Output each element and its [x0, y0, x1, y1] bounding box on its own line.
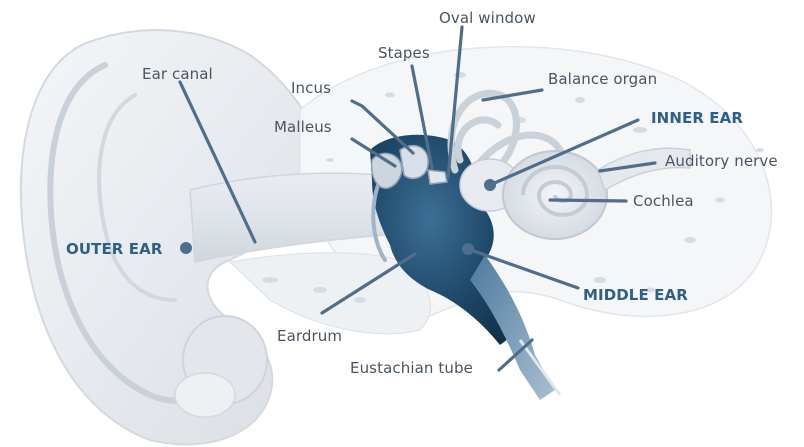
inner-ear-label: INNER EAR — [651, 109, 743, 127]
cochlea-shape — [503, 151, 607, 239]
middle-ear-dot — [462, 243, 474, 255]
eardrum-label: Eardrum — [277, 327, 342, 345]
auditory-nerve-label: Auditory nerve — [665, 152, 778, 170]
eustachian-tube-label: Eustachian tube — [350, 359, 473, 377]
outer-ear-dot — [180, 242, 192, 254]
inner-ear-dot — [484, 179, 496, 191]
stapes-label: Stapes — [378, 44, 430, 62]
middle-ear-label: MIDDLE EAR — [583, 286, 688, 304]
incus-label: Incus — [291, 79, 331, 97]
malleus-label: Malleus — [274, 118, 332, 136]
ear-canal-label: Ear canal — [142, 65, 213, 83]
balance-organ-label: Balance organ — [548, 70, 657, 88]
leader-cochlea — [550, 200, 626, 201]
oval-window-label: Oval window — [439, 9, 536, 27]
outer-ear-label: OUTER EAR — [66, 240, 163, 258]
cochlea-label: Cochlea — [633, 192, 694, 210]
